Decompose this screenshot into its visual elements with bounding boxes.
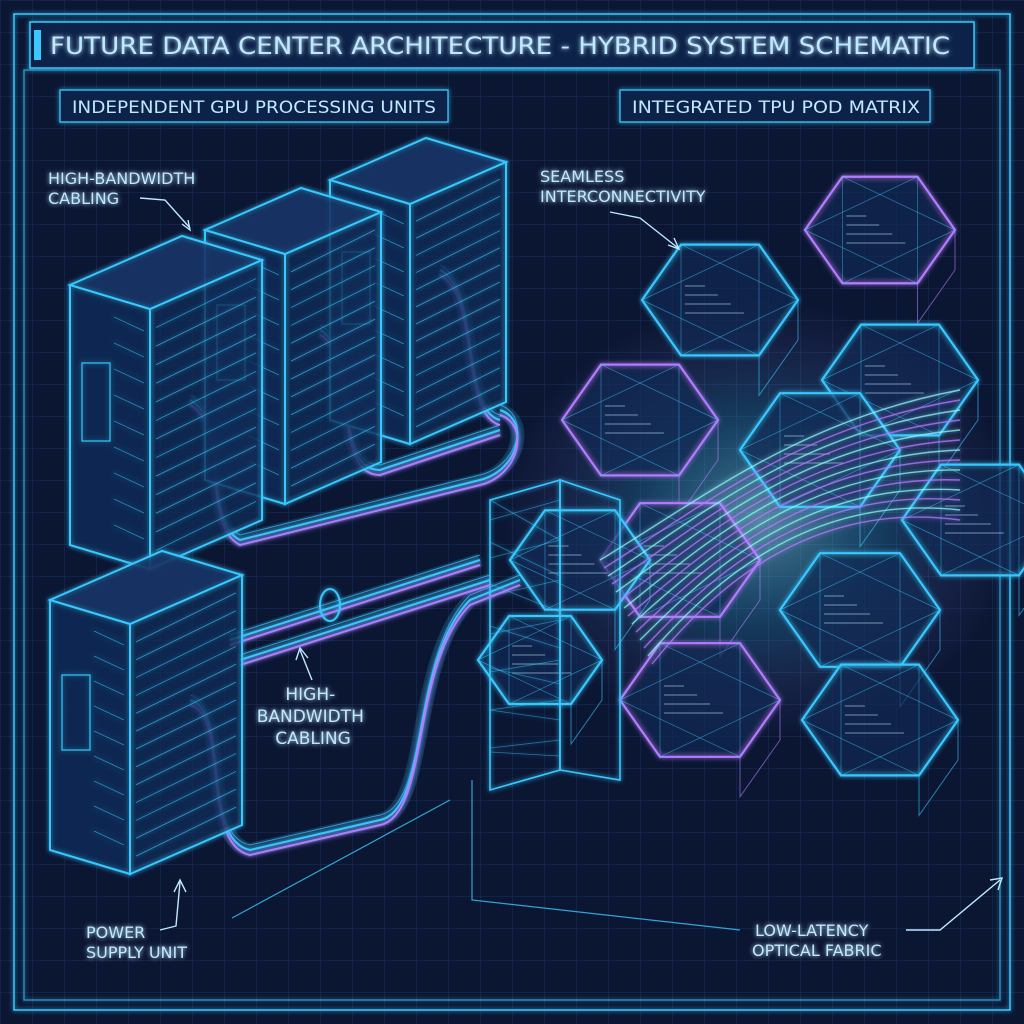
callout-optical-fabric: LOW-LATENCY OPTICAL FABRIC xyxy=(752,877,1004,960)
arrow-head-icon xyxy=(173,878,187,893)
tpu-hex-matrix xyxy=(476,175,1024,817)
arrow-head-icon xyxy=(181,219,192,232)
arrow-head-icon xyxy=(989,877,1004,891)
callout-arrow xyxy=(139,197,191,229)
callout-cabling-top: HIGH-BANDWIDTH CABLING xyxy=(48,169,200,232)
callout-power-supply: POWER SUPPLY UNIT xyxy=(86,878,187,962)
cable-bundle xyxy=(237,573,493,667)
callout-seamless: SEAMLESS INTERCONNECTIVITY xyxy=(540,167,706,251)
callout-cabling-mid-line3: CABLING xyxy=(275,729,351,749)
arrow-head-icon xyxy=(295,646,309,661)
svg-text:SEAMLESS INTERCONNECTIVI: SEAMLESS INTERCONNECTIVITY xyxy=(540,167,706,206)
section-label-tpu-text: INTEGRATED TPU POD MATRIX xyxy=(632,98,920,118)
tpu-hex-cell xyxy=(900,463,1024,617)
tpu-hex-cell xyxy=(803,175,957,325)
power-supply-rack xyxy=(47,549,245,876)
callout-cabling-top-line1: HIGH-BANDWIDTH xyxy=(48,169,195,188)
tpu-energy-flow xyxy=(599,389,961,665)
callout-power-line1: POWER xyxy=(86,923,145,942)
callout-cabling-mid: HIGH- BANDWIDTH CABLING xyxy=(257,646,370,749)
callout-cabling-top-line2: CABLING xyxy=(48,189,119,208)
tpu-hex-cell xyxy=(560,363,720,517)
tpu-front-block xyxy=(489,478,621,792)
svg-text:POWER SUPPLY UNIT: POWER SUPPLY UNIT xyxy=(86,923,187,962)
callout-optical-line2: OPTICAL FABRIC xyxy=(752,941,882,960)
callout-arrow xyxy=(159,881,181,931)
arrow-head-icon xyxy=(667,237,681,251)
title-bar: FUTURE DATA CENTER ARCHITECTURE - HYBRID… xyxy=(29,21,975,69)
tpu-hex-cell xyxy=(800,663,960,817)
callout-optical-line1: LOW-LATENCY xyxy=(755,921,869,940)
callout-arrow xyxy=(906,879,1001,931)
section-label-tpu: INTEGRATED TPU POD MATRIX xyxy=(619,89,931,123)
tpu-hex-cell xyxy=(476,614,604,746)
gpu-rack-1 xyxy=(67,234,265,571)
callout-seamless-line2: INTERCONNECTIVITY xyxy=(540,187,706,206)
callout-cabling-mid-line2: BANDWIDTH xyxy=(257,707,364,727)
callout-seamless-line1: SEAMLESS xyxy=(540,167,624,186)
cable-bundle xyxy=(227,553,483,647)
section-label-gpu-text: INDEPENDENT GPU PROCESSING UNITS xyxy=(72,98,436,118)
svg-text:HIGH- BANDWIDTH CA: HIGH- BANDWIDTH CABLING xyxy=(257,685,370,749)
callout-power-line2: SUPPLY UNIT xyxy=(86,943,187,962)
section-label-gpu: INDEPENDENT GPU PROCESSING UNITS xyxy=(59,89,449,123)
callout-arrow xyxy=(609,211,679,249)
leader-lines xyxy=(231,780,741,931)
cable-coupler xyxy=(319,588,341,622)
gpu-server-racks xyxy=(47,136,509,876)
svg-text:HIGH-BANDWIDTH CABLING: HIGH-BANDWIDTH CABLING xyxy=(48,169,200,208)
page-title: FUTURE DATA CENTER ARCHITECTURE - HYBRID… xyxy=(50,32,950,60)
callout-arrow xyxy=(299,649,313,681)
svg-text:LOW-LATENCY OPTICAL FABR: LOW-LATENCY OPTICAL FABRIC xyxy=(752,921,882,960)
callout-cabling-mid-line1: HIGH- xyxy=(285,685,335,705)
tpu-hex-cell xyxy=(640,243,800,397)
